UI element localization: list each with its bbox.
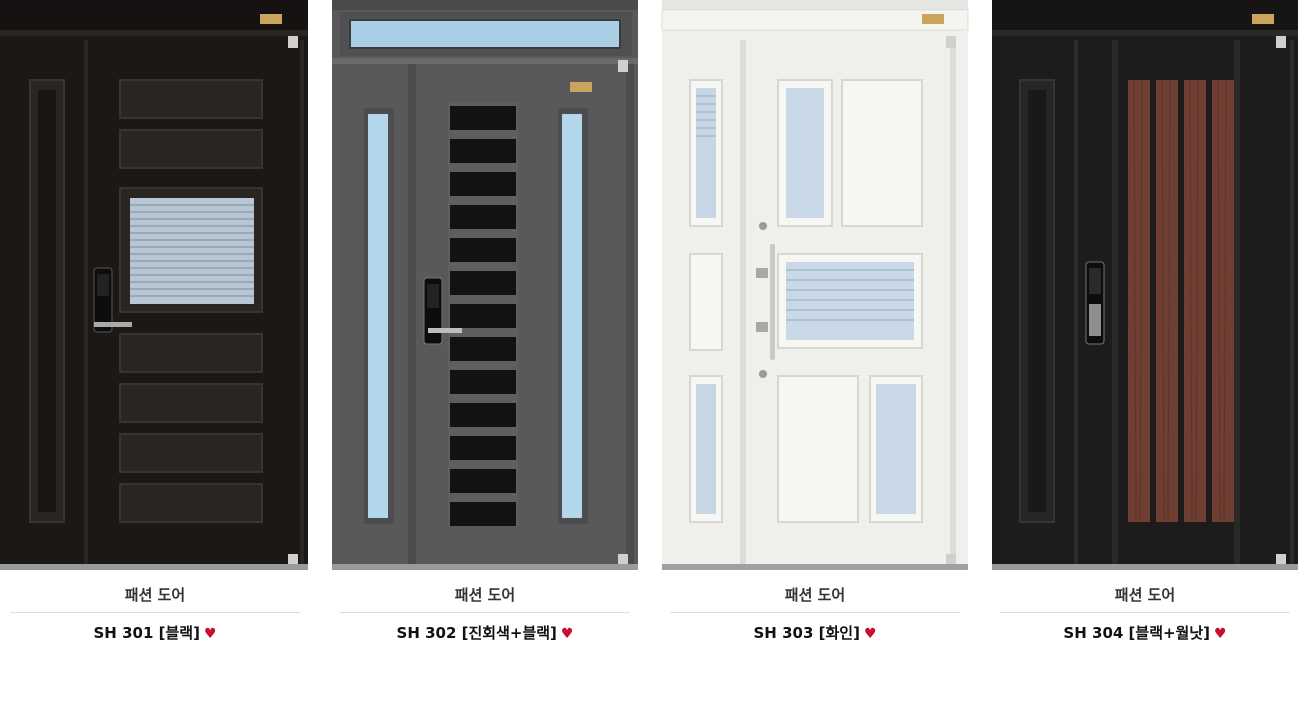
product-name-text[interactable]: SH 304 [블랙+월낫]: [1063, 624, 1211, 642]
heart-icon[interactable]: ♥: [863, 626, 877, 642]
product-name[interactable]: SH 301 [블랙]♥: [0, 622, 310, 643]
divider: [10, 612, 300, 613]
product-category: 패션 도어: [784, 586, 846, 604]
product-name[interactable]: SH 302 [진회색+블랙]♥: [330, 622, 640, 643]
product-name-text[interactable]: SH 303 [화인]: [753, 624, 860, 642]
product-image-sh303[interactable]: [660, 0, 970, 570]
product-name[interactable]: SH 304 [블랙+월낫]♥: [990, 622, 1299, 643]
product-category: 패션 도어: [124, 586, 186, 604]
product-name[interactable]: SH 303 [화인]♥: [660, 622, 970, 643]
heart-icon[interactable]: ♥: [560, 626, 574, 642]
product-image-sh304[interactable]: [990, 0, 1299, 570]
product-image-sh301[interactable]: [0, 0, 310, 570]
product-name-text[interactable]: SH 302 [진회색+블랙]: [396, 624, 557, 642]
product-category: 패션 도어: [454, 586, 516, 604]
product-image-sh302[interactable]: [330, 0, 640, 570]
product-category: 패션 도어: [1114, 586, 1176, 604]
divider: [670, 612, 960, 613]
divider: [340, 612, 630, 613]
heart-icon[interactable]: ♥: [1214, 626, 1227, 642]
product-name-text[interactable]: SH 301 [블랙]: [93, 624, 200, 642]
divider: [1000, 612, 1290, 613]
heart-icon[interactable]: ♥: [203, 626, 217, 642]
